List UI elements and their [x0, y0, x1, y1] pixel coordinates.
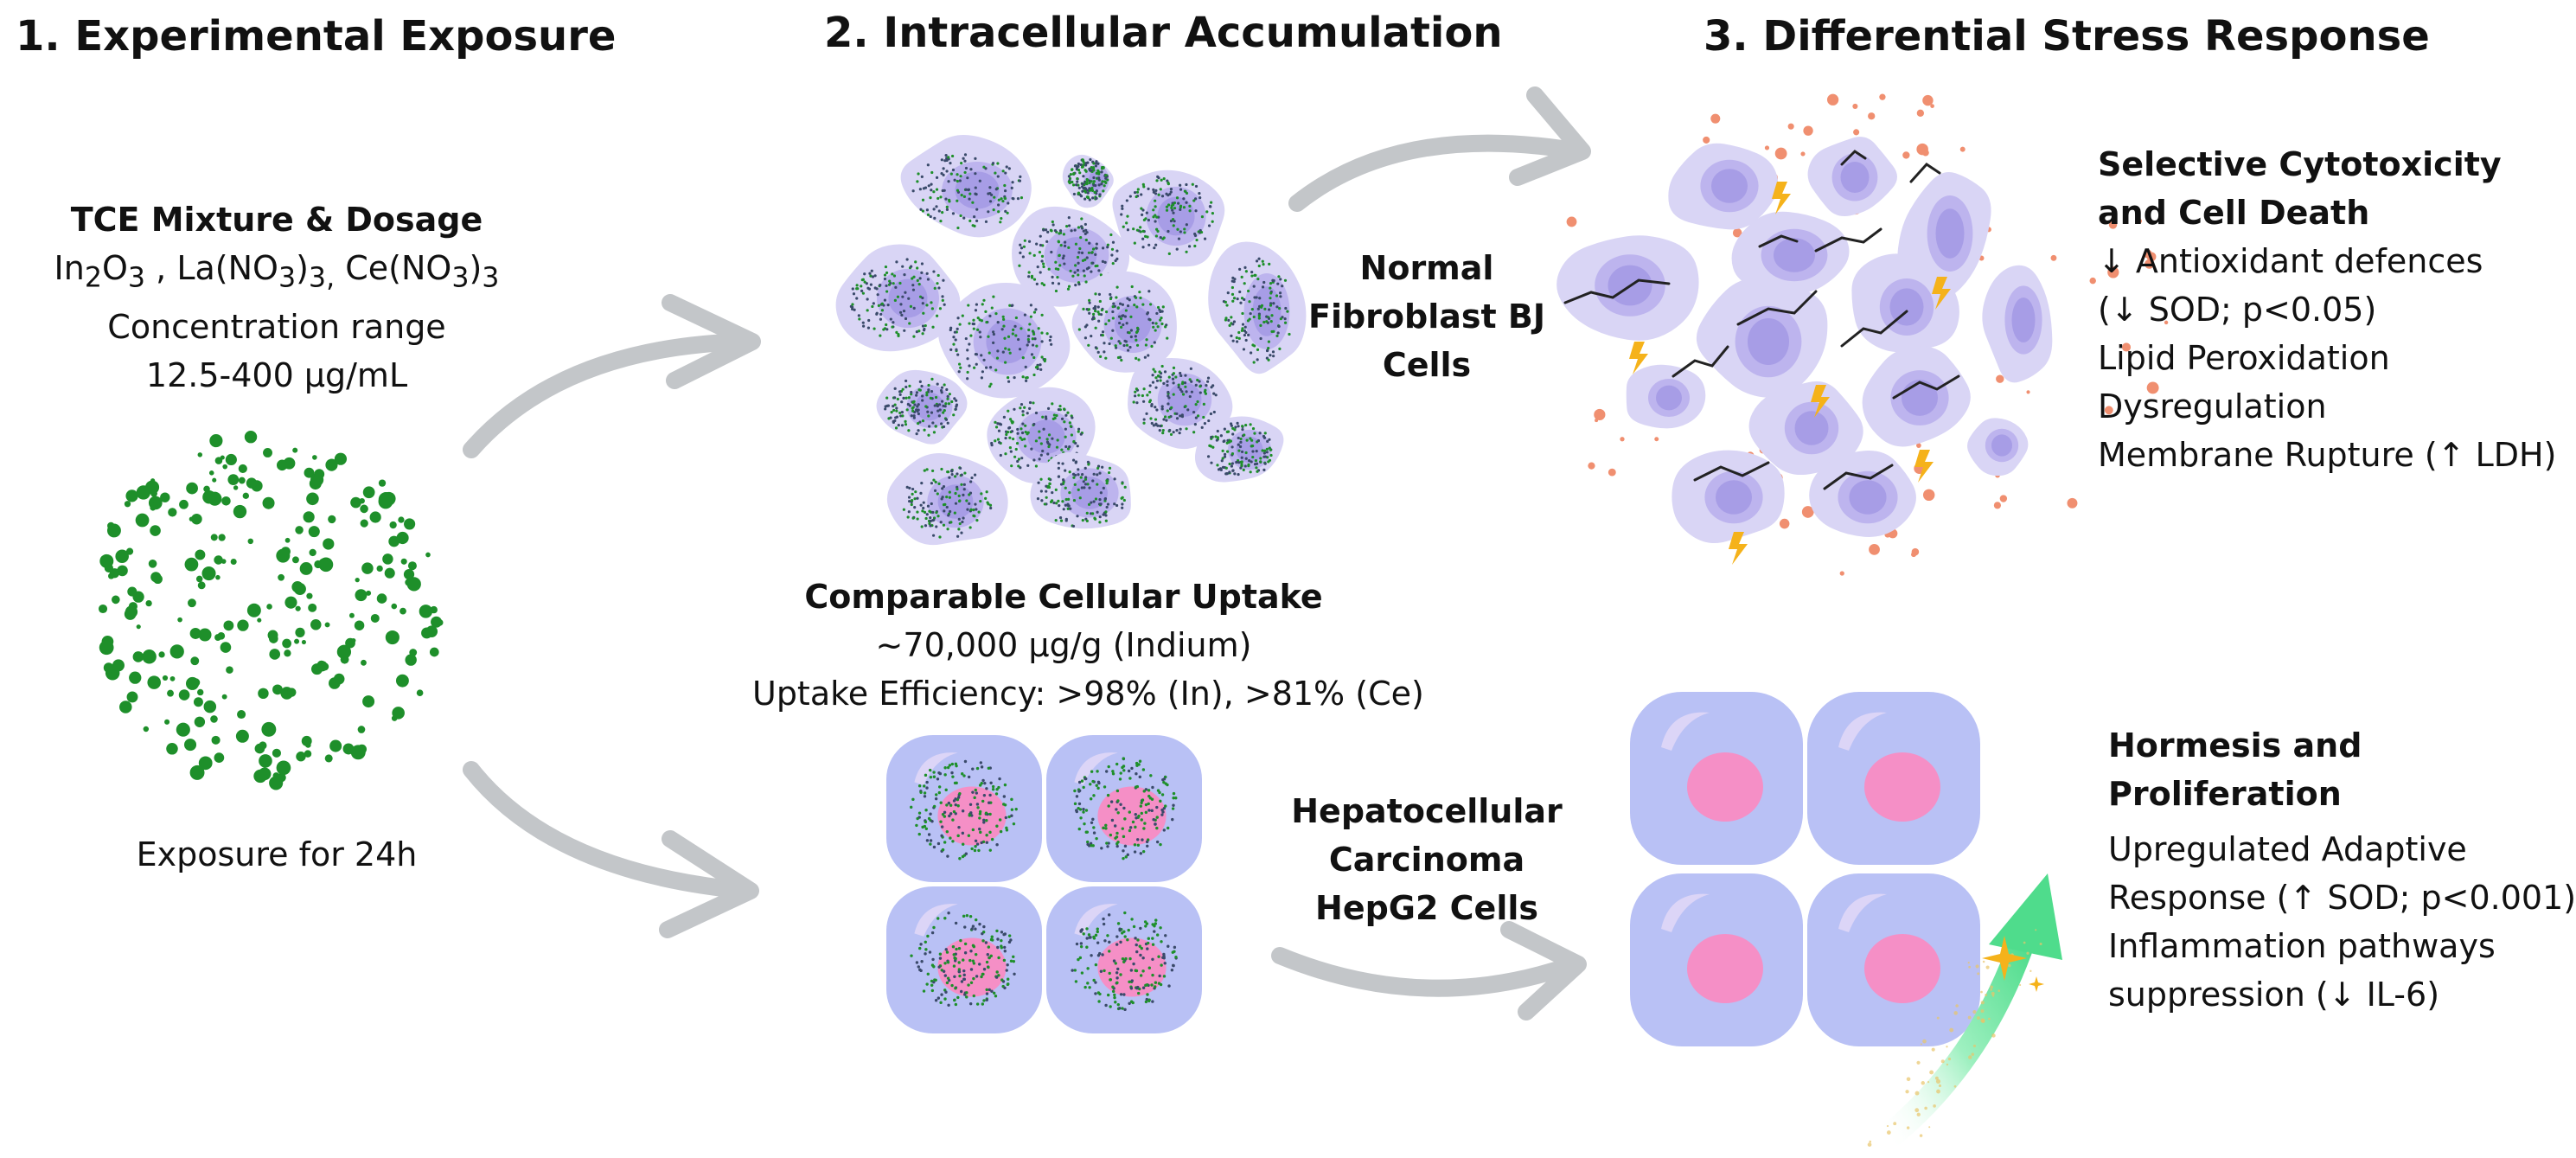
- crack-icon: [1672, 345, 1729, 378]
- outcome-normal-block: Selective Cytotoxicity and Cell Death ↓ …: [2098, 140, 2556, 479]
- label-normal-fibroblast: Normal Fibroblast BJ Cells: [1307, 249, 1545, 384]
- fibroblast-cell-icon: [1062, 154, 1114, 208]
- fibroblast-cell-icon: [900, 135, 1032, 238]
- fibroblast-cell-icon: [1731, 211, 1850, 294]
- fibroblast-uptake-cluster: [835, 135, 1307, 546]
- crack-icon: [1909, 163, 1941, 183]
- fibroblast-cell-icon: [938, 282, 1071, 399]
- crack-icon: [1693, 461, 1770, 482]
- outcome-normal-item: Dysregulation: [2098, 387, 2327, 425]
- crack-icon: [1736, 290, 1818, 326]
- outcome-cancer-block: Hormesis and Proliferation Upregulated A…: [2108, 721, 2576, 1019]
- crack-icon: [1892, 374, 1960, 400]
- fibroblast-cell-icon: [1982, 265, 2053, 383]
- arrow-exposure-to-fibroblast-icon: [463, 294, 761, 458]
- fibroblast-cell-icon: [1071, 271, 1177, 373]
- outcome-normal-item: Lipid Peroxidation: [2098, 339, 2390, 377]
- arrow-fibroblast-to-stress-icon: [1288, 86, 1591, 212]
- hepg2-uptake-cluster: [886, 735, 1202, 1033]
- sparkle-star-icon: [1982, 936, 2027, 981]
- fibroblast-cell-icon: [835, 244, 961, 352]
- fibroblast-cell-icon: [1851, 253, 1959, 353]
- uptake-efficiency: Uptake Efficiency: >98% (In), >81% (Ce): [752, 675, 1424, 713]
- crack-icon: [1563, 278, 1671, 304]
- outcome-cancer-title-1: Hormesis and: [2108, 726, 2362, 765]
- hepg2-cell-icon: [1807, 692, 1980, 865]
- lightning-bolt-icon: [1729, 532, 1748, 565]
- lightning-bolt-icon: [1772, 182, 1791, 214]
- hepg2-cell-icon: [886, 735, 1042, 882]
- crack-icon: [1823, 464, 1894, 490]
- fibroblast-cell-icon: [876, 369, 968, 445]
- exposure-block: TCE Mixture & Dosage In2O3 , La(NO3)3, C…: [52, 195, 502, 400]
- fibroblast-cell-icon: [1696, 278, 1828, 398]
- compound-formulas: In2O3 , La(NO3)3, Ce(NO3)3: [54, 249, 500, 294]
- hepg2-cell-icon: [1046, 735, 1202, 882]
- header-exposure: 1. Experimental Exposure: [16, 12, 617, 61]
- header-accumulation: 2. Intracellular Accumulation: [824, 9, 1503, 57]
- crack-icon: [1840, 310, 1908, 348]
- fibroblast-cell-icon: [1208, 241, 1307, 374]
- accumulation-block: Comparable Cellular Uptake ~70,000 µg/g …: [752, 573, 1424, 718]
- accumulation-title: Comparable Cellular Uptake: [804, 578, 1323, 616]
- outcome-cancer-item: suppression (↓ IL-6): [2108, 976, 2440, 1014]
- outcome-normal-title-1: Selective Cytotoxicity: [2098, 145, 2502, 183]
- outcome-cancer-item: Inflammation pathways: [2108, 927, 2496, 965]
- fibroblast-cell-icon: [1809, 450, 1916, 537]
- exposure-duration: Exposure for 24h: [136, 835, 418, 873]
- crack-icon: [1814, 227, 1882, 253]
- fibroblast-cell-icon: [1128, 358, 1233, 450]
- hepg2-cell-icon: [1046, 886, 1202, 1033]
- outcome-normal-item: ↓ Antioxidant defences: [2098, 242, 2483, 280]
- uptake-amount: ~70,000 µg/g (Indium): [875, 626, 1252, 664]
- crack-icon: [1840, 150, 1867, 166]
- proliferating-hepg2-cluster: [1630, 692, 1980, 1046]
- fibroblast-cell-icon: [1668, 143, 1779, 230]
- fibroblast-cell-icon: [886, 453, 1008, 546]
- exposure-title: TCE Mixture & Dosage: [70, 201, 483, 239]
- outcome-normal-item: (↓ SOD; p<0.05): [2098, 291, 2377, 329]
- outcome-cancer-title-2: Proliferation: [2108, 775, 2342, 813]
- sparkle-star-small-icon: [2029, 976, 2044, 992]
- damaged-fibroblast-cluster: [1556, 93, 2169, 576]
- hepg2-cell-icon: [1630, 692, 1803, 865]
- lightning-bolt-icon: [1932, 277, 1951, 310]
- fibroblast-cell-icon: [1807, 137, 1897, 217]
- lightning-bolt-icon: [1629, 342, 1648, 374]
- hepg2-cell-icon: [886, 886, 1042, 1033]
- fibroblast-cell-icon: [1672, 450, 1785, 544]
- nanoparticle-cloud-icon: [98, 430, 444, 790]
- outcome-cancer-item: Response (↑ SOD; p<0.001): [2108, 879, 2576, 917]
- outcome-cancer-item: Upregulated Adaptive: [2108, 830, 2467, 868]
- fibroblast-cell-icon: [1967, 418, 2029, 477]
- crack-icon: [1758, 234, 1799, 248]
- hepg2-cell-icon: [1630, 873, 1803, 1046]
- header-response: 3. Differential Stress Response: [1703, 12, 2430, 61]
- fibroblast-cell-icon: [1030, 451, 1131, 529]
- range-value: 12.5-400 µg/mL: [145, 355, 408, 394]
- hepg2-cell-icon: [1807, 873, 1980, 1046]
- growth-arrow-icon: [1867, 873, 2062, 1153]
- label-hepg2: Hepatocellular Carcinoma HepG2 Cells: [1291, 792, 1563, 927]
- range-label: Concentration range: [107, 307, 446, 346]
- fibroblast-cell-icon: [1112, 170, 1225, 267]
- arrow-exposure-to-hepg2-icon: [463, 761, 759, 938]
- arrow-hepg2-to-proliferation-icon: [1271, 921, 1587, 1020]
- fibroblast-cell-icon: [1862, 346, 1971, 447]
- fibroblast-cell-icon: [1626, 364, 1706, 429]
- fibroblast-cell-icon: [1194, 416, 1284, 483]
- lightning-bolt-icon: [1914, 450, 1934, 483]
- fibroblast-cell-icon: [987, 387, 1096, 484]
- lightning-bolt-icon: [1811, 385, 1830, 418]
- fibroblast-cell-icon: [1748, 381, 1863, 476]
- outcome-normal-title-2: and Cell Death: [2098, 194, 2370, 232]
- outcome-normal-item: Membrane Rupture (↑ LDH): [2098, 436, 2557, 474]
